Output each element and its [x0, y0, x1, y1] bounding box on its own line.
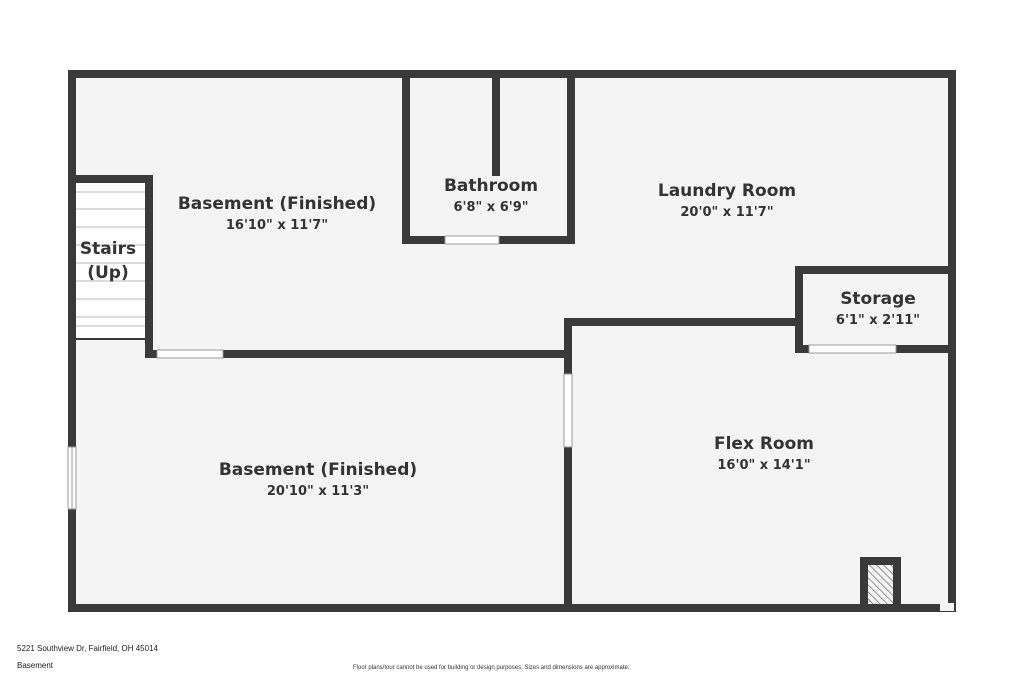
room-dims-basement-top: 16'10" x 11'7"	[226, 218, 328, 233]
footer-level: Basement	[17, 661, 54, 670]
room-dims-bathroom: 6'8" x 6'9"	[453, 200, 528, 215]
room-name-basement-bottom: Basement (Finished)	[219, 460, 417, 480]
utility-hatch	[868, 565, 893, 604]
door-openings	[156, 235, 897, 448]
room-dims-flex: 16'0" x 14'1"	[717, 458, 810, 473]
room-name-basement-top: Basement (Finished)	[178, 194, 376, 214]
footer-address: 5221 Southview Dr, Fairfield, OH 45014	[17, 644, 158, 653]
room-name-storage: Storage	[840, 289, 916, 309]
room-name-bathroom: Bathroom	[444, 176, 538, 196]
room-name-flex: Flex Room	[714, 434, 814, 454]
room-dims-basement-bottom: 20'10" x 11'3"	[267, 484, 369, 499]
room-dims-storage: 6'1" x 2'11"	[836, 313, 920, 328]
room-name-stairs-line2: (Up)	[87, 263, 129, 283]
exterior-wall	[68, 70, 956, 612]
walls	[68, 70, 956, 612]
stairs	[76, 182, 148, 340]
room-dims-laundry: 20'0" x 11'7"	[680, 205, 773, 220]
floor-area	[70, 72, 955, 610]
windows	[67, 446, 954, 611]
room-name-stairs-line1: Stairs	[80, 239, 136, 259]
room-name-laundry: Laundry Room	[658, 181, 796, 201]
footer-disclaimer: Floor plans/tour cannot be used for buil…	[353, 665, 630, 671]
